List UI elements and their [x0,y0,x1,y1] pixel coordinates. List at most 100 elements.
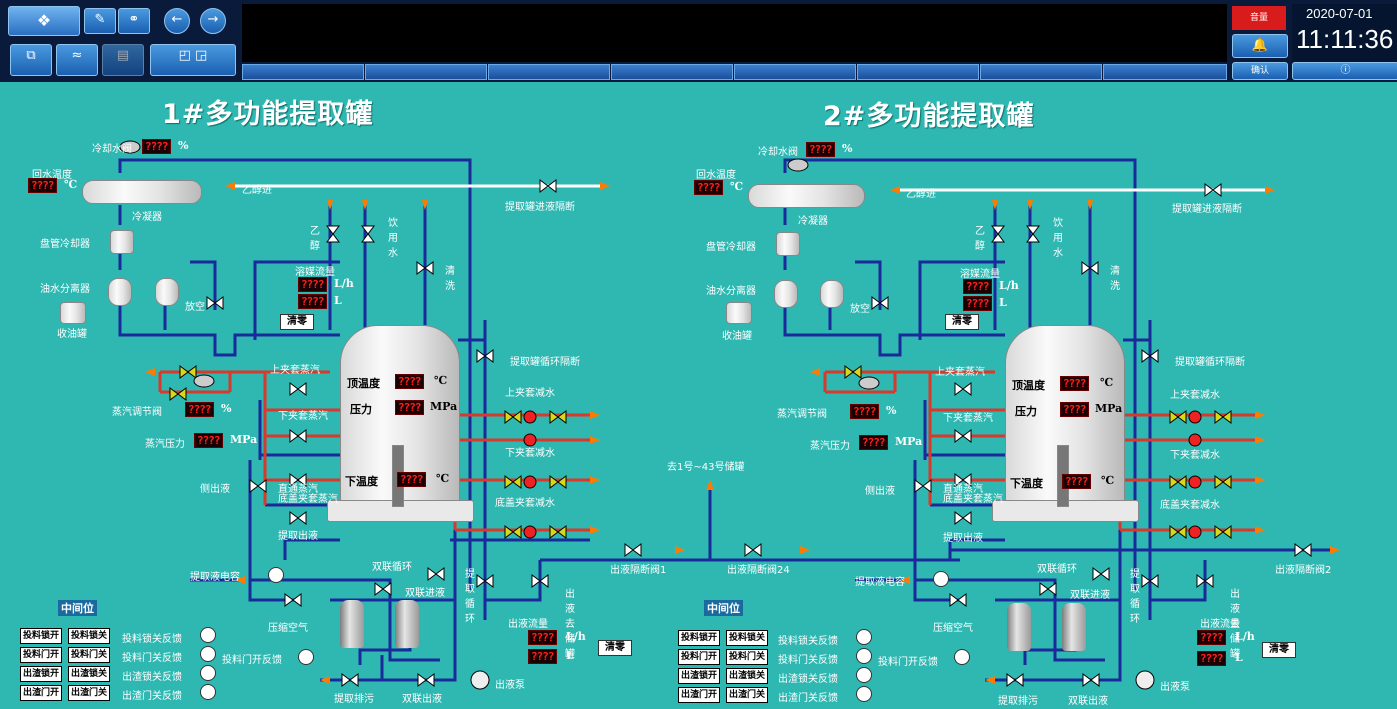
right-oil-tank [726,302,752,324]
left-sep-1 [108,278,132,306]
r-clear-solvent-button[interactable]: 清零 [945,314,979,330]
l-steam-reg-value: ???? [185,402,214,417]
l-lower-jacket-steam-label: 下夹套蒸汽 [278,411,328,422]
l-clear-solvent-button[interactable]: 清零 [280,314,314,330]
r-vent-label: 放空 [850,304,870,315]
r-slag-door-open-button[interactable]: 出渣门开 [678,687,721,703]
l-compressed-air-label: 压缩空气 [268,623,308,634]
l-bottom-jacket-steam-label: 底盖夹套蒸汽 [278,494,338,505]
r-feed-lock-fb-indicator [856,629,872,645]
valve2-label: 出液隔断阀2 [1275,565,1332,576]
forward-button[interactable]: → [200,8,226,34]
l-slag-door-open-button[interactable]: 出渣门开 [20,685,63,701]
l-feed-lock-open-button[interactable]: 投料锁开 [20,628,63,644]
r-cool-water-valve-value: ???? [806,142,835,157]
r-steam-pressure-value: ???? [859,435,888,450]
mute-button[interactable]: 确认 [1232,62,1288,80]
r-top-temp-unit: ℃ [1100,376,1114,389]
right-sep-2 [820,280,844,308]
r-clear-out-button[interactable]: 清零 [1262,642,1296,658]
tab-seg-2[interactable] [365,64,487,80]
r-feed-lock-open-button[interactable]: 投料锁开 [678,630,721,646]
bell-button[interactable]: 🔔 [1232,34,1288,58]
r-out-flow-label: 出液流量 [1200,619,1240,630]
back-button[interactable]: ← [164,8,190,34]
tab-seg-4[interactable] [611,64,733,80]
r-feed-door-open-button[interactable]: 投料门开 [678,649,721,665]
r-top-jacket-steam-label: 上夹套蒸汽 [935,367,985,378]
l-dual-circ-label: 双联循环 [372,562,412,573]
time-text: 11:11:36 [1296,24,1394,54]
info-button[interactable]: ⓘ [1292,62,1397,80]
r-out-total-unit: L [1235,651,1243,664]
r-solvent-total-unit: L [999,296,1007,309]
l-slag-lock-open-button[interactable]: 出渣锁开 [20,666,63,682]
menu-logo-button[interactable]: ❖ [8,6,80,36]
r-lower-jacket-water-label: 下夹套减水 [1170,450,1220,461]
left-condenser [82,180,202,204]
edit-button[interactable]: ✎ [84,8,116,34]
l-cool-water-unit: % [178,139,189,152]
alarm-button[interactable]: 音量 [1232,6,1286,30]
l-extract-circ-label: 提取循环 [465,569,475,625]
r-dual-in-label: 双联进液 [1070,590,1110,601]
l-feed-door-open-button[interactable]: 投料门开 [20,647,63,663]
top-toolbar: ❖ ✎ ⚭ ← → ⧉ ≈ ▤ ◰ ◲ 音量 🔔 确认 2020-07-01 1… [0,0,1397,82]
r-slag-lock-open-button[interactable]: 出渣锁开 [678,668,721,684]
r-bottom-jacket-steam-label: 底盖夹套蒸汽 [943,494,1003,505]
l-feed-lock-fb-label: 投料锁关反馈 [122,634,182,645]
table-view-button[interactable]: ▤ [102,44,144,76]
l-solvent-total-unit: L [334,294,342,307]
tab-seg-8[interactable] [1103,64,1227,80]
r-solvent-total-value: ???? [963,296,992,311]
r-coil-cooler-label: 盘管冷却器 [706,242,756,253]
r-feed-door-close-button[interactable]: 投料门关 [726,649,769,665]
r-out-storage-label: 出液去储罐 [1230,589,1240,660]
l-slag-lock-close-button[interactable]: 出渣锁关 [68,666,111,682]
l-out-flow-label: 出液流量 [508,619,548,630]
l-dual-out-label: 双联出液 [402,694,442,705]
l-extract-cap-label: 提取液电容 [190,572,240,583]
r-feed-open-fb-label: 投料门开反馈 [878,657,938,668]
binoculars-button[interactable]: ⚭ [118,8,150,34]
l-feed-open-fb-indicator [298,649,314,665]
process-view-button[interactable]: ⧉ [10,44,52,76]
window-button[interactable]: ◰ ◲ [150,44,236,76]
l-out-total-value: ???? [528,649,557,664]
left-dual-filter-2 [395,600,419,648]
l-slag-door-close-button[interactable]: 出渣门关 [68,685,111,701]
tab-seg-6[interactable] [857,64,979,80]
l-top-jacket-steam-label: 上夹套蒸汽 [270,365,320,376]
r-extract-cap-indicator [933,571,949,587]
l-top-temp-value: ???? [395,374,424,389]
l-extract-inlet-label: 提取罐进液隔断 [505,202,575,213]
r-pressure-value: ???? [1060,402,1089,417]
tab-seg-7[interactable] [980,64,1102,80]
r-slag-door-fb-indicator [856,686,872,702]
tab-seg-1[interactable] [242,64,364,80]
left-title: 1#多功能提取罐 [162,99,374,130]
l-feed-door-close-button[interactable]: 投料门关 [68,647,111,663]
r-slag-lock-close-button[interactable]: 出渣锁关 [726,668,769,684]
r-circ-valve-label: 提取罐循环隔断 [1175,357,1245,368]
tab-seg-5[interactable] [734,64,856,80]
tab-seg-3[interactable] [488,64,610,80]
right-sep-1 [774,280,798,308]
r-extract-cap-label: 提取液电容 [855,577,905,588]
trend-view-button[interactable]: ≈ [56,44,98,76]
r-feed-lock-close-button[interactable]: 投料锁关 [726,630,769,646]
r-cool-water-valve-label: 冷却水阀 [758,147,798,158]
l-slag-lock-fb-label: 出渣锁关反馈 [122,672,182,683]
l-side-outlet-label: 侧出液 [200,484,230,495]
r-slag-door-close-button[interactable]: 出渣门关 [726,687,769,703]
l-clear-out-button[interactable]: 清零 [598,640,632,656]
l-dual-in-label: 双联进液 [405,588,445,599]
l-bottom-temp-value: ???? [397,472,426,487]
l-feed-lock-close-button[interactable]: 投料锁关 [68,628,111,644]
l-condenser-label: 冷凝器 [132,212,162,223]
right-dual-filter-1 [1007,603,1031,651]
r-return-temp-value: ???? [694,180,723,195]
process-icon: ⧉ [26,48,36,63]
l-bottom-temp-label: 下温度 [345,475,378,488]
r-mid-label: 中间位 [704,600,743,616]
